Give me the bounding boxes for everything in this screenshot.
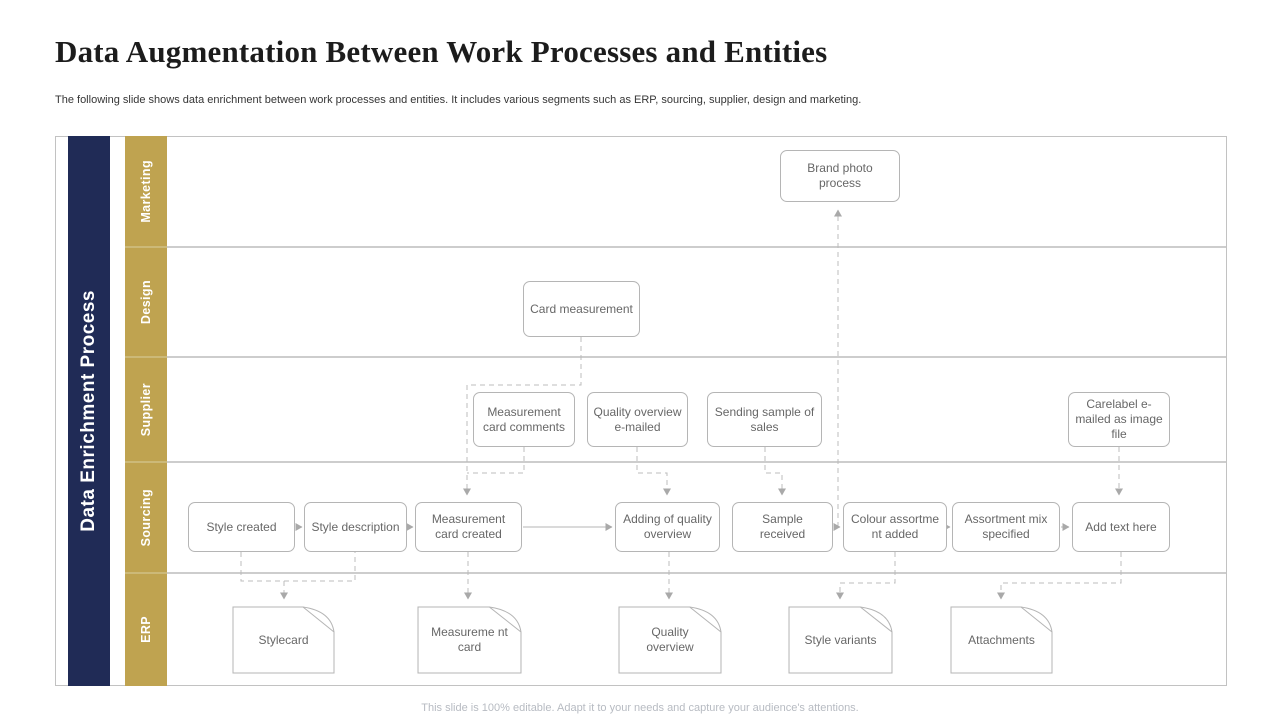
slide-subtitle: The following slide shows data enrichmen… — [55, 94, 862, 106]
document-shape-icon — [417, 606, 522, 674]
process-title: Data Enrichment Process — [78, 290, 99, 532]
node-assortment-mix-specified: Assortment mix specified — [952, 502, 1060, 552]
lane-tab-supplier: Supplier — [125, 357, 167, 462]
lane-label-sourcing: Sourcing — [139, 488, 153, 547]
lane-tab-sourcing: Sourcing — [125, 462, 167, 573]
lane-label-design: Design — [139, 279, 153, 325]
process-title-bar: Data Enrichment Process — [68, 136, 110, 686]
node-quality-overview-emailed: Quality overview e-mailed — [587, 392, 688, 447]
footer-note: This slide is 100% editable. Adapt it to… — [421, 702, 859, 714]
lane-tab-marketing: Marketing — [125, 136, 167, 247]
page-title: Data Augmentation Between Work Processes… — [55, 34, 828, 69]
doc-quality-overview: Quality overview — [618, 606, 722, 674]
node-style-description: Style description — [304, 502, 407, 552]
node-add-text-here: Add text here — [1072, 502, 1170, 552]
lane-tab-design: Design — [125, 247, 167, 357]
node-measurement-card-created: Measurement card created — [415, 502, 522, 552]
document-shape-icon — [788, 606, 893, 674]
node-sample-received: Sample received — [732, 502, 833, 552]
lane-label-erp: ERP — [139, 616, 153, 643]
document-shape-icon — [618, 606, 722, 674]
doc-attachments: Attachments — [950, 606, 1053, 674]
doc-measurement-card: Measureme nt card — [417, 606, 522, 674]
node-carelabel-emailed: Carelabel e-mailed as image file — [1068, 392, 1170, 447]
document-shape-icon — [950, 606, 1053, 674]
node-adding-of-quality-overview: Adding of quality overview — [615, 502, 720, 552]
document-shape-icon — [232, 606, 335, 674]
lane-tab-erp: ERP — [125, 573, 167, 686]
node-brand-photo-process: Brand photo process — [780, 150, 900, 202]
node-style-created: Style created — [188, 502, 295, 552]
node-card-measurement: Card measurement — [523, 281, 640, 337]
lane-label-marketing: Marketing — [139, 160, 153, 223]
node-colour-assortment-added: Colour assortme nt added — [843, 502, 947, 552]
doc-style-variants: Style variants — [788, 606, 893, 674]
node-sending-sample-of-sales: Sending sample of sales — [707, 392, 822, 447]
node-measurement-card-comments: Measurement card comments — [473, 392, 575, 447]
lane-label-supplier: Supplier — [139, 382, 153, 437]
doc-stylecard: Stylecard — [232, 606, 335, 674]
